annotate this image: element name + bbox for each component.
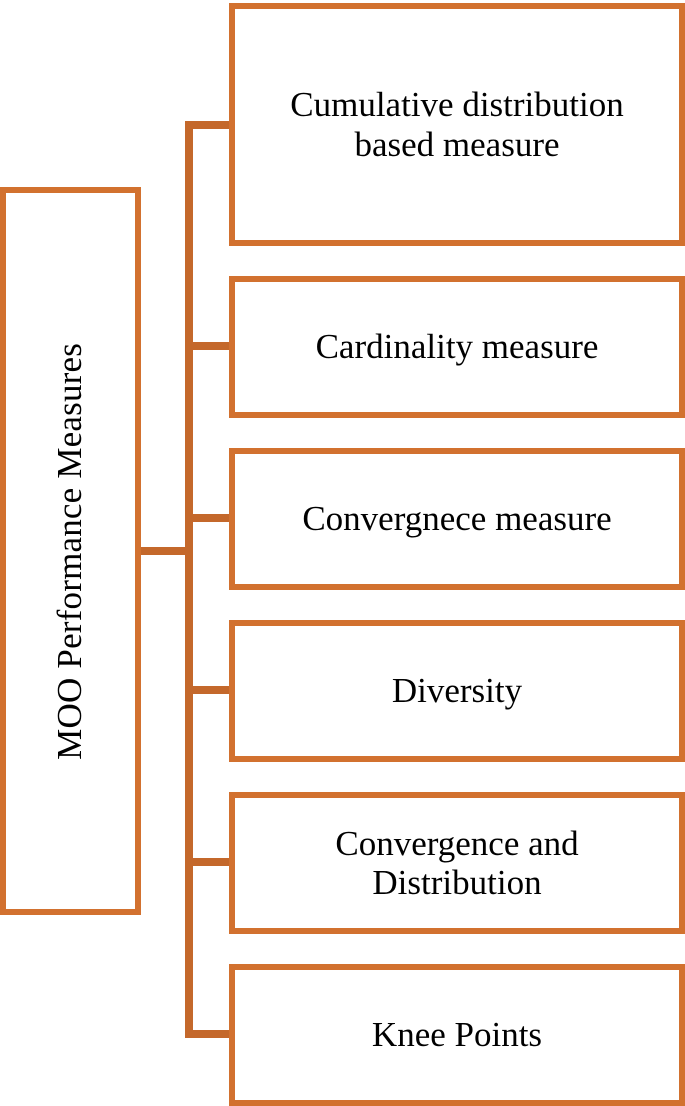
leaf-node-cardinality-measure[interactable]: Cardinality measure <box>229 276 685 418</box>
connector-stub-5 <box>185 858 233 866</box>
root-node-label: MOO Performance Measures <box>50 342 90 760</box>
leaf-node-diversity[interactable]: Diversity <box>229 620 685 762</box>
leaf-label-line-1: Knee Points <box>371 1015 543 1055</box>
leaf-node-label: Cardinality measure <box>306 327 609 366</box>
leaf-label-line-1: Cardinality measure <box>315 327 599 367</box>
leaf-node-label: Convergnece measure <box>292 499 621 538</box>
connector-stub-2 <box>185 342 233 350</box>
leaf-node-label: Convergence and Distribution <box>325 824 588 902</box>
connector-stub-6 <box>185 1030 233 1038</box>
connector-stub-3 <box>185 514 233 522</box>
connector-stub-1 <box>185 121 233 129</box>
leaf-label-line-1: Diversity <box>391 671 523 711</box>
leaf-node-convergnece-measure[interactable]: Convergnece measure <box>229 448 685 590</box>
leaf-node-knee-points[interactable]: Knee Points <box>229 964 685 1106</box>
connector-trunk-vertical <box>185 121 193 1038</box>
leaf-label-line-1: Cumulative distribution <box>290 85 624 125</box>
leaf-node-label: Diversity <box>382 671 532 710</box>
leaf-node-label: Cumulative distribution based measure <box>280 85 633 163</box>
leaf-label-line-2: Distribution <box>372 863 542 902</box>
leaf-node-convergence-and-distribution[interactable]: Convergence and Distribution <box>229 792 685 934</box>
connector-stub-4 <box>185 686 233 694</box>
leaf-node-cumulative-distribution-based-measure[interactable]: Cumulative distribution based measure <box>229 3 685 246</box>
leaf-label-line-1: Convergence and <box>335 823 579 863</box>
leaf-node-label: Knee Points <box>362 1015 552 1054</box>
leaf-label-line-1: Convergnece measure <box>302 499 612 539</box>
leaf-label-line-2: based measure <box>354 124 560 164</box>
connector-root-to-trunk <box>135 547 193 555</box>
root-node[interactable]: MOO Performance Measures <box>0 187 141 915</box>
